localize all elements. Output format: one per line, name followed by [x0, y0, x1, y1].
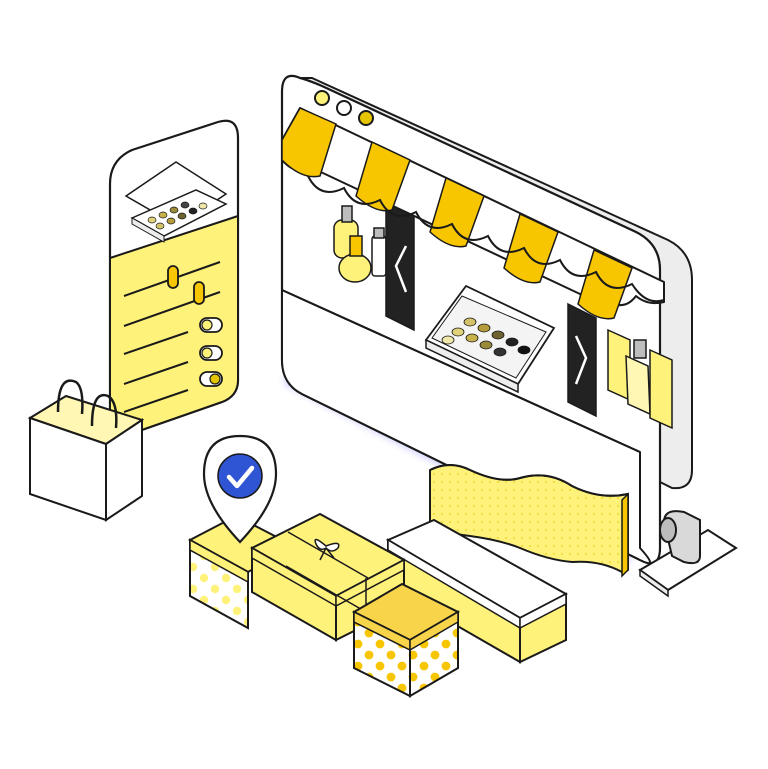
gift-box-long	[385, 518, 569, 664]
location-check-pin-icon	[202, 434, 278, 544]
filter-toggle-1[interactable]	[123, 317, 223, 355]
window-dot-white	[336, 100, 352, 116]
eyeshadow-palette-icon	[424, 284, 556, 394]
filter-panel	[108, 119, 240, 436]
wave-banner	[429, 464, 629, 578]
window-dot-gold	[358, 110, 374, 126]
panel-palette-icon	[124, 161, 228, 243]
monitor-stand	[638, 510, 738, 598]
gift-boxes	[187, 512, 569, 698]
filter-toggle-3[interactable]	[123, 371, 223, 413]
gift-box-dotted-front	[351, 582, 461, 698]
shopping-bag-icon	[27, 379, 145, 522]
lotion-bottles-right	[607, 328, 673, 430]
window-dot-yellow	[314, 90, 330, 106]
carousel-next-button[interactable]	[567, 302, 597, 418]
perfume-bottles-left	[333, 205, 387, 283]
filter-toggle-2[interactable]	[123, 345, 223, 385]
range-slider-2[interactable]	[123, 281, 221, 327]
shop-awning	[281, 107, 665, 320]
range-slider-1[interactable]	[123, 261, 221, 297]
storefront-monitor	[280, 74, 738, 598]
carousel-prev-button[interactable]	[385, 194, 415, 332]
